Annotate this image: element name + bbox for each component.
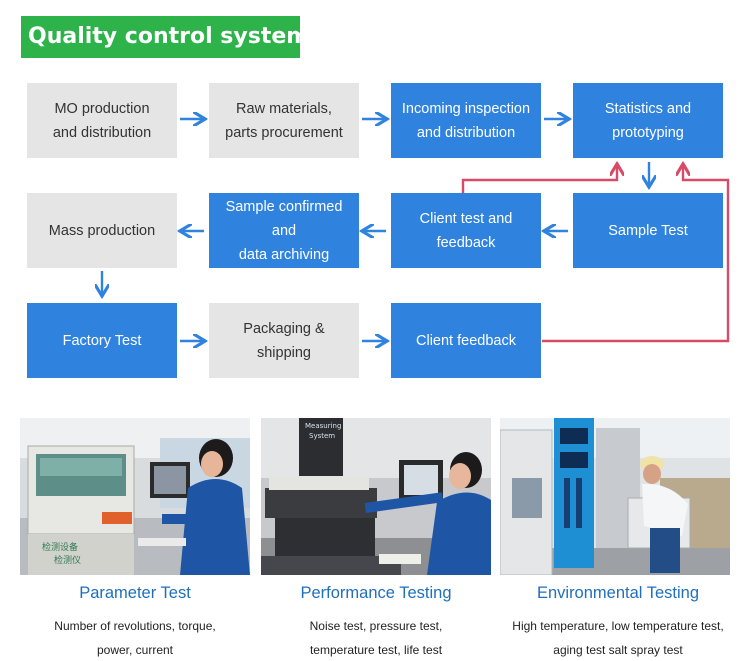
feedback-loop-client-feedback [542, 165, 730, 343]
box-packaging-shipping: Packaging & shipping [209, 303, 359, 378]
parameter-test-photo: 检测设备 检测仪 [20, 418, 250, 575]
performance-test-photo: Measuring System [261, 418, 491, 575]
environmental-test-photo [500, 418, 730, 575]
photo-label-1: 检测设备 [42, 541, 78, 553]
performance-testing-title: Performance Testing [300, 584, 452, 602]
page-title: Quality control system [21, 16, 309, 58]
photo-label-2: 检测仪 [54, 554, 81, 566]
environmental-testing-description: High temperature, low temperature test,a… [512, 619, 724, 657]
box-mass-production: Mass production [27, 193, 177, 268]
box-sample-test: Sample Test [573, 193, 723, 268]
feedback-loop-client-test [461, 165, 617, 193]
machine-label-2: System [309, 432, 335, 440]
box-factory-test: Factory Test [27, 303, 177, 378]
box-client-feedback: Client feedback [391, 303, 541, 378]
machine-label-1: Measuring [305, 422, 341, 430]
flow-connectors [0, 0, 730, 400]
environmental-testing-title: Environmental Testing [536, 584, 700, 602]
box-raw-materials: Raw materials,parts procurement [209, 83, 359, 158]
performance-testing-description: Noise test, pressure test,temperature te… [309, 619, 443, 657]
parameter-test-title: Parameter Test [79, 584, 191, 602]
parameter-test-description: Number of revolutions, torque,power, cur… [54, 619, 216, 657]
